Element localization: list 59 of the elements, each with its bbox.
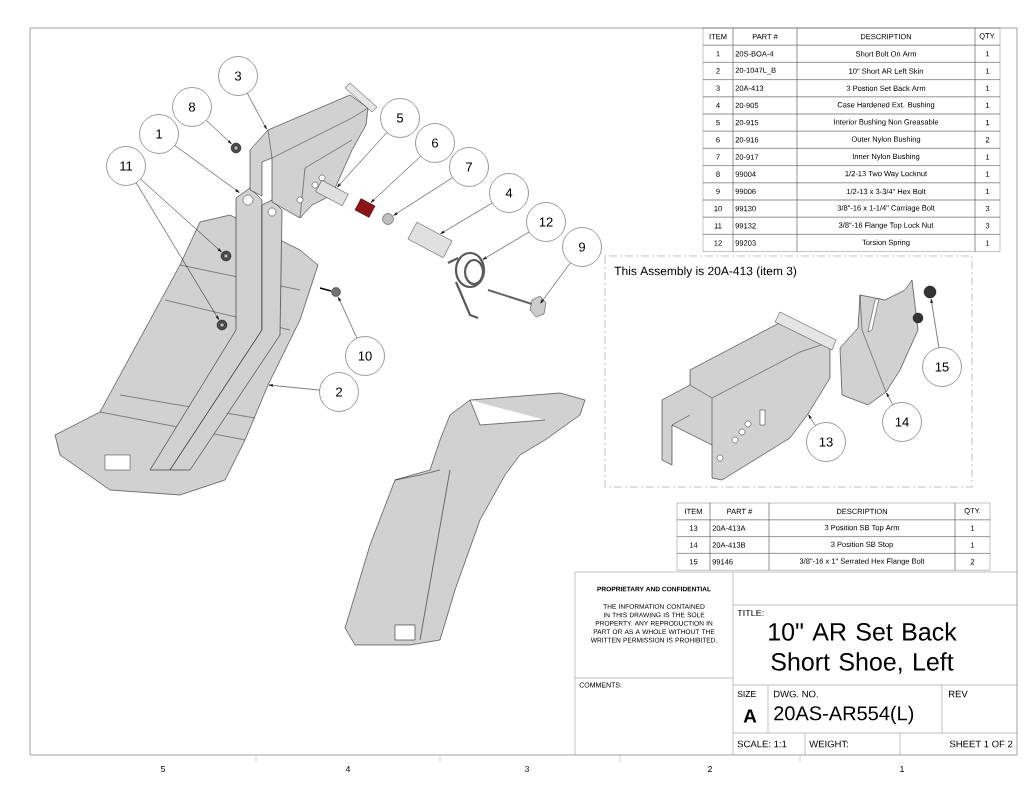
callout-number: 10 [345,336,385,376]
zone-number: 1 [900,766,904,772]
leader-line [338,296,358,339]
callout-number: 12 [526,202,566,242]
leader-line [482,231,530,260]
bolt-on-arm-drawing [149,187,283,471]
spring-drawing [446,251,486,320]
bushing-drawing [382,213,394,225]
callout-number: 3 [218,56,258,96]
arm-drawing [249,82,378,219]
bushing-drawing [354,198,376,218]
leader-line [370,156,421,203]
callout-number: 6 [415,123,455,163]
leader-line [247,93,267,130]
callout-number: 8 [172,87,212,127]
locknut-drawing [230,142,242,154]
field-label: SCALE: 1:1 [737,740,787,748]
callout-number: 15 [922,347,962,387]
leader-line [440,202,493,234]
zone-number: 2 [708,766,712,772]
callout-number: 9 [562,227,602,267]
callout-number: 14 [882,402,922,442]
leader-line [174,145,240,193]
callout-number: 11 [106,146,146,186]
leader-line [268,384,320,391]
top-arm-drawing [661,311,837,481]
callout-number: 4 [489,173,529,213]
inset-caption: This Assembly is 20A-413 (item 3) [614,266,797,278]
field-label: SHEET 1 OF 2 [949,740,1013,748]
zone-number: 4 [345,766,351,772]
zone-number: 3 [524,766,529,772]
leader-line [206,120,232,144]
leader-line [930,298,940,348]
leader-line [393,177,453,216]
field-label: TITLE: [737,609,764,617]
zone-number: 5 [161,766,165,772]
leader-line [337,132,388,188]
field-label: SIZE [737,691,756,697]
bushing-drawing [407,222,453,258]
hex-bolt-drawing [487,289,547,318]
field-label: DWG. NO. [774,690,818,698]
leader-line [135,182,220,320]
flange-bolt-drawing [912,285,937,324]
callout-number: 13 [806,422,846,462]
drawing-number: 20AS-AR554(L) [774,705,914,725]
leader-line [140,178,222,253]
stop-drawing [839,279,919,406]
title-text: 10" AR Set Back Short Shoe, Left [769,622,957,674]
leader-line [808,414,816,426]
carriage-bolt-drawing [319,287,341,297]
callout-number: 2 [319,372,359,412]
size-value: A [743,709,757,723]
callout-number: 1 [139,114,179,154]
field-label: WEIGHT: [809,740,848,748]
leader-line [886,392,893,405]
field-label: REV [949,690,968,698]
leader-line [540,262,571,304]
callout-number: 7 [449,147,489,187]
callout-number: 5 [380,98,420,138]
